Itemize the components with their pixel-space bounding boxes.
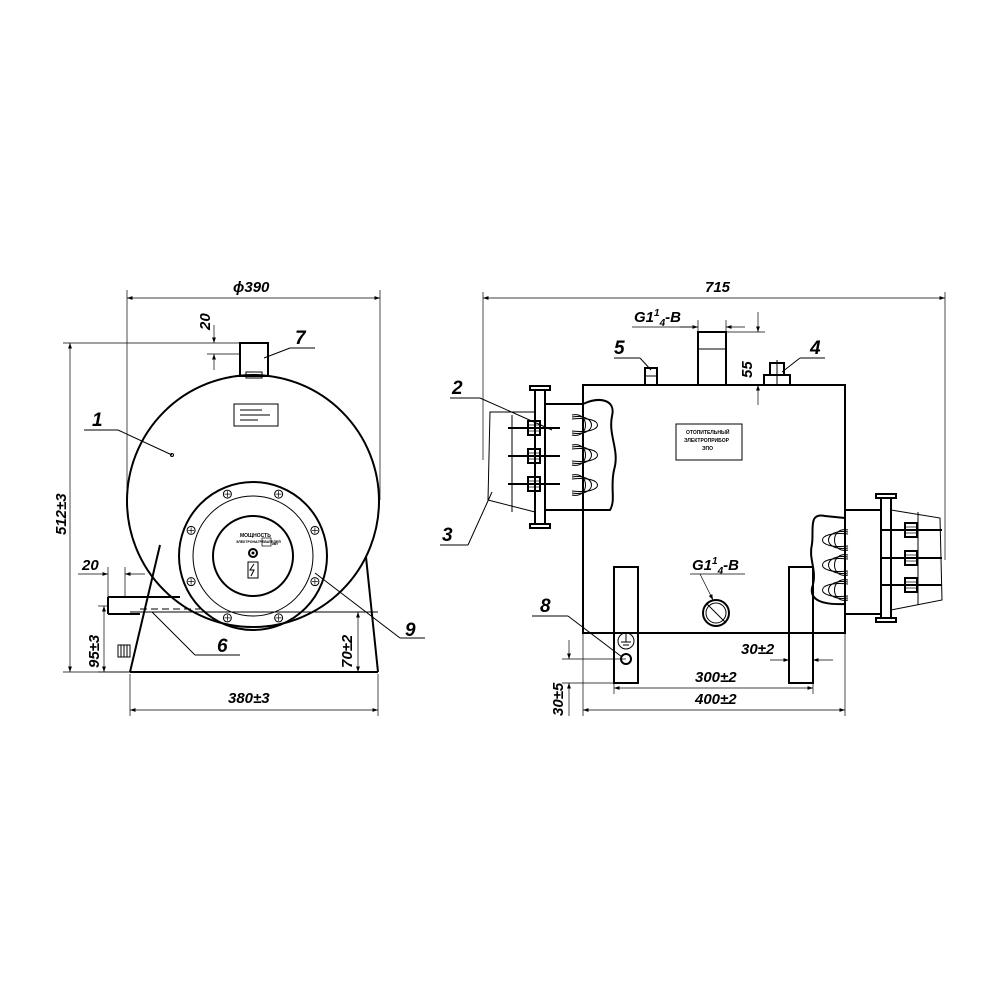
right-heater-block (810, 493, 943, 623)
flange-plate-heaters: ЭЛЕКТРОНАГРЕВАТЕЛЕЙ (236, 540, 281, 544)
dim-foot-height: 70±2 (339, 634, 356, 668)
callout-2: 2 (451, 378, 463, 399)
tank-body (126, 374, 380, 628)
callout-4: 4 (809, 338, 821, 359)
top-nozzle (697, 331, 727, 386)
flange-plate-power: МОЩНОСТЬ (240, 533, 271, 539)
callout-7: 7 (295, 328, 307, 349)
dim-pipe-offset: 20 (81, 557, 99, 574)
callout-1: 1 (92, 410, 103, 431)
side-dimensions: 715 G114-В 55 G114-В 30±2 300±2 (482, 279, 946, 716)
flange-bolt (186, 577, 196, 587)
dim-foot-spacing: 300±2 (695, 669, 737, 686)
callout-3: 3 (442, 525, 453, 546)
dim-diameter: ϕ390 (233, 279, 270, 296)
side-callouts: 2 3 5 4 8 (440, 338, 825, 658)
callout-9: 9 (405, 620, 416, 641)
dim-foot-width: 30±2 (741, 641, 775, 658)
flange-bolt (222, 489, 232, 499)
body-plate-line3: ЭПО (702, 446, 713, 452)
flange-bolt (310, 577, 320, 587)
thread-top: G114-В (634, 308, 681, 329)
flange-bolt (310, 525, 320, 535)
leg-right (788, 566, 814, 684)
flange-bolt (274, 613, 284, 623)
dim-drain-height: 95±3 (86, 634, 103, 668)
dim-pipe-height: 20 (197, 313, 214, 331)
dim-ground-height: 30±5 (550, 682, 567, 716)
front-flange (178, 481, 328, 631)
dim-base-width: 380±3 (228, 690, 270, 707)
ground-symbol-icon (617, 632, 635, 650)
body-plate-line2: ЭЛЕКТРОПРИБОР (684, 438, 730, 444)
top-pipe (239, 342, 269, 377)
thread-side: G114-В (692, 556, 739, 577)
callout-5: 5 (614, 338, 625, 359)
callout-6: 6 (217, 636, 228, 657)
dim-overall-base: 400±2 (694, 691, 737, 708)
front-view: МОЩНОСТЬ ЭЛЕКТРОНАГРЕВАТЕЛЕЙ кВт (107, 342, 380, 673)
flange-plate-unit: кВт (272, 542, 278, 546)
dim-height: 512±3 (53, 493, 70, 535)
side-view: ОТОПИТЕЛЬНЫЙ ЭЛЕКТРОПРИБОР ЭПО (487, 331, 943, 684)
front-dimensions: ϕ390 380±3 512±3 20 20 95±3 70±2 (53, 279, 381, 716)
leg-left (613, 566, 639, 684)
left-heater-block (487, 385, 617, 529)
flange-bolts (186, 489, 320, 623)
flange-bolt (222, 613, 232, 623)
flange-bolt (186, 525, 196, 535)
dim-length: 715 (705, 279, 731, 296)
nameplate (233, 403, 279, 427)
side-inlet-port (702, 599, 730, 627)
front-callouts: 1 7 6 9 (84, 328, 425, 657)
dim-nozzle-height: 55 (739, 361, 756, 378)
callout-8: 8 (540, 596, 551, 617)
body-plate-line1: ОТОПИТЕЛЬНЫЙ (686, 428, 730, 436)
lightning-icon (247, 561, 259, 579)
body-plate (675, 423, 743, 461)
flange-bolt (274, 489, 284, 499)
side-body (582, 384, 846, 634)
